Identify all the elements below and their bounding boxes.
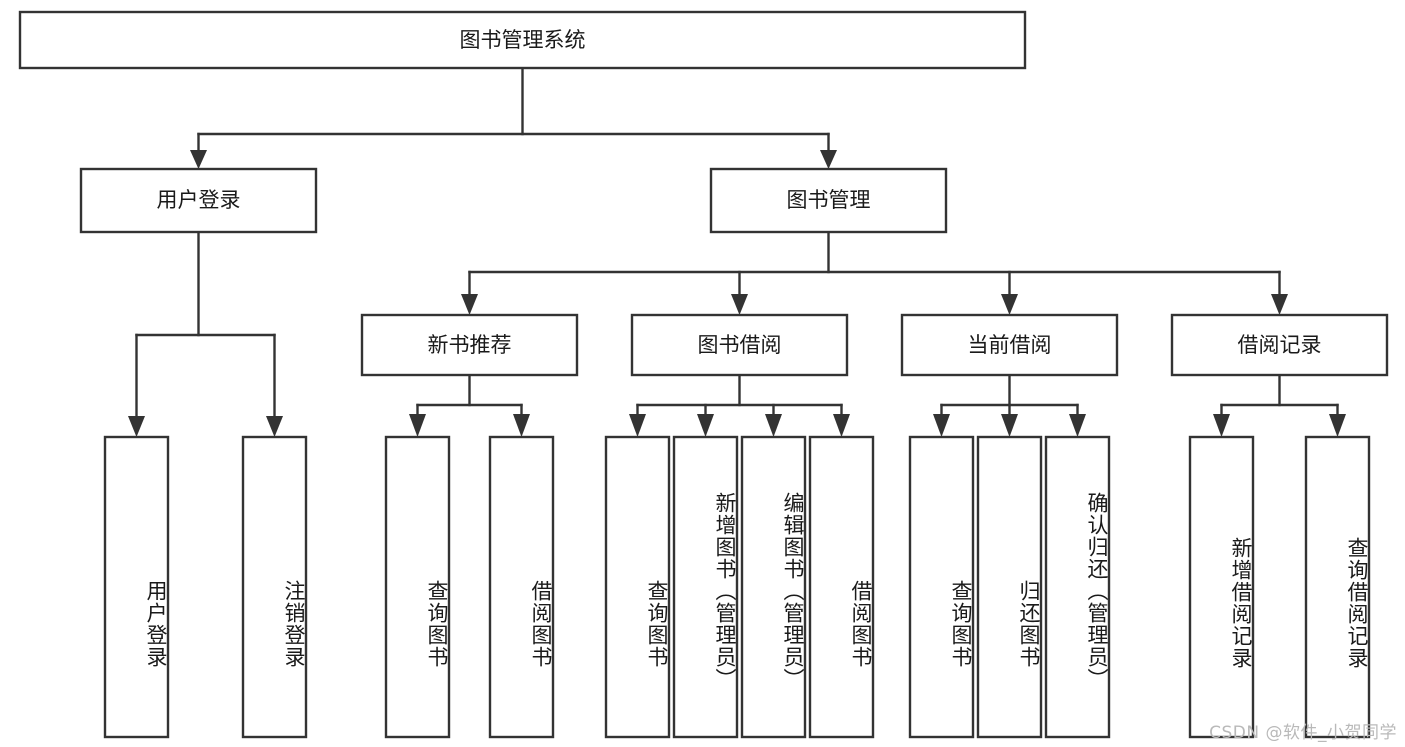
node-user-login-box[interactable]: [79, 167, 318, 234]
arrow-head-query-book-3: [933, 414, 950, 437]
arrow-head-query-record: [1329, 414, 1346, 437]
node-leaf-edit-book-box[interactable]: [740, 435, 807, 739]
watermark-text: CSDN @软件_小贺同学: [1209, 723, 1397, 743]
arrow-head-leaf-user-login: [128, 416, 145, 437]
node-book-manage[interactable]: 图书管理: [709, 167, 948, 234]
node-current-borrow-label: 当前借阅: [968, 333, 1052, 357]
arrow-head-book-borrow: [731, 294, 748, 315]
node-leaf-add-record-box[interactable]: [1188, 435, 1255, 739]
node-book-manage-label: 图书管理: [787, 188, 871, 212]
node-book-borrow-box[interactable]: [630, 313, 849, 377]
node-layer: 图书管理系统 用户登录 图书管理 新书推荐 图书借阅 当前: [18, 10, 1389, 739]
node-leaf-query-book-2-box[interactable]: [604, 435, 671, 739]
arrow-head-borrow-record: [1271, 294, 1288, 315]
node-root-box[interactable]: [18, 10, 1027, 70]
node-new-book-recommend[interactable]: 新书推荐: [360, 313, 579, 377]
arrow-head-borrow-book-1: [513, 414, 530, 437]
node-leaf-user-login-box[interactable]: [103, 435, 170, 739]
node-book-borrow[interactable]: 图书借阅: [630, 313, 849, 377]
node-new-book-recommend-label: 新书推荐: [428, 333, 512, 357]
node-borrow-record[interactable]: 借阅记录: [1170, 313, 1389, 377]
node-leaf-query-book-3-box[interactable]: [908, 435, 975, 739]
arrow-head-edit-book: [765, 414, 782, 437]
arrow-head-book-manage: [820, 150, 837, 169]
arrow-head-leaf-logout: [266, 416, 283, 437]
node-leaf-return-book-box[interactable]: [976, 435, 1043, 739]
node-current-borrow-box[interactable]: [900, 313, 1119, 377]
arrow-head-current-borrow: [1001, 294, 1018, 315]
arrow-head-borrow-book-2: [833, 414, 850, 437]
node-user-login-label: 用户登录: [157, 188, 241, 212]
node-borrow-record-box[interactable]: [1170, 313, 1389, 377]
connector-layer: [128, 66, 1346, 437]
node-root-label: 图书管理系统: [460, 28, 586, 52]
node-book-borrow-label: 图书借阅: [698, 333, 782, 357]
node-book-manage-box[interactable]: [709, 167, 948, 234]
node-root[interactable]: 图书管理系统: [18, 10, 1027, 70]
node-leaf-logout-login-box[interactable]: [241, 435, 308, 739]
node-leaf-add-book-box[interactable]: [672, 435, 739, 739]
node-new-book-recommend-box[interactable]: [360, 313, 579, 377]
node-user-login[interactable]: 用户登录: [79, 167, 318, 234]
node-current-borrow[interactable]: 当前借阅: [900, 313, 1119, 377]
arrow-head-new-book: [461, 294, 478, 315]
node-leaf-query-record-box[interactable]: [1304, 435, 1371, 739]
arrow-head-return-book: [1001, 414, 1018, 437]
node-leaf-query-book-1-box[interactable]: [384, 435, 451, 739]
arrow-head-add-book: [697, 414, 714, 437]
arrow-head-confirm-return: [1069, 414, 1086, 437]
arrow-head-query-book-1: [409, 414, 426, 437]
node-leaf-confirm-return-box[interactable]: [1044, 435, 1111, 739]
arrow-head-user-login: [190, 150, 207, 169]
node-leaf-borrow-book-2-box[interactable]: [808, 435, 875, 739]
arrow-head-query-book-2: [629, 414, 646, 437]
node-leaf-borrow-book-1-box[interactable]: [488, 435, 555, 739]
arrow-head-add-record: [1213, 414, 1230, 437]
node-borrow-record-label: 借阅记录: [1238, 333, 1322, 357]
